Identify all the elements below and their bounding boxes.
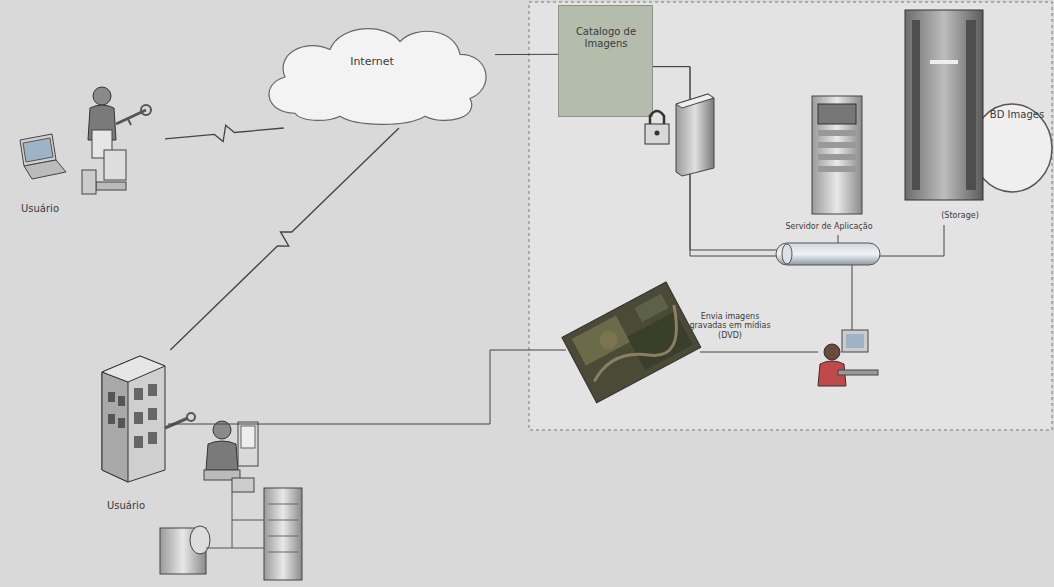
wireless-link xyxy=(170,128,399,350)
lock-icon xyxy=(645,111,669,144)
node-label: Internet xyxy=(317,56,427,69)
desktop-pc-icon xyxy=(82,150,126,194)
network-link xyxy=(653,67,944,256)
network-link xyxy=(653,67,838,250)
storage-group: BD Images (Storage) xyxy=(895,5,1054,225)
cloud-node: Internet xyxy=(255,20,495,128)
user-group: Usuário xyxy=(15,75,165,217)
office-users-icon xyxy=(204,421,258,492)
edge-note: Envia imagens gravadas em mídias (DVD) xyxy=(688,312,772,340)
image-media-illustration xyxy=(562,282,701,403)
site-boundary xyxy=(529,2,1052,430)
cloud-outline xyxy=(255,20,495,128)
server-group: Servidor de Aplicação xyxy=(770,95,888,235)
catalog-box: Catalogo de Imagens xyxy=(558,5,653,117)
network-link xyxy=(495,54,558,55)
application-server-icon xyxy=(812,96,862,214)
laptop-icon xyxy=(20,134,66,179)
wireless-link xyxy=(165,125,284,141)
local-servers-icon xyxy=(160,488,302,580)
node-sublabel: (Storage) xyxy=(925,211,995,220)
firewall-icon xyxy=(676,94,714,176)
network-bus xyxy=(776,243,880,265)
cloud-shape xyxy=(269,29,486,125)
wire xyxy=(168,265,852,424)
node-label: Catalogo de Imagens xyxy=(573,26,639,50)
user-site: Usuário xyxy=(95,350,310,587)
user-with-key-icon xyxy=(88,87,151,158)
node-label: Usuário xyxy=(107,500,187,512)
operator-icon xyxy=(818,330,878,386)
node-label: Servidor de Aplicação xyxy=(770,222,888,231)
building-icon xyxy=(102,356,195,482)
database-cylinder xyxy=(972,104,1052,192)
node-label: Usuário xyxy=(21,203,101,215)
storage-unit-icon xyxy=(905,10,983,200)
node-label: BD Images xyxy=(989,109,1045,121)
